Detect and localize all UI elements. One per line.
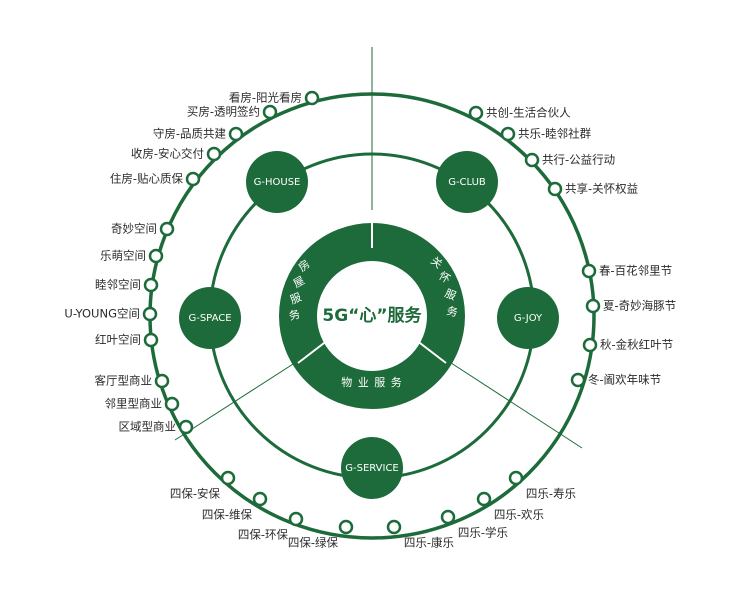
service-le-item-label: 四乐-寿乐 — [526, 487, 577, 501]
hub-g-house[interactable]: G-HOUSE — [246, 151, 308, 213]
hub-g-house-label: G-HOUSE — [254, 177, 301, 188]
house-item-node[interactable] — [262, 104, 278, 120]
divider-line-right — [427, 347, 583, 449]
club-item-label: 共行-公益行动 — [542, 153, 615, 167]
joy-item-label: 秋-金秋红叶节 — [600, 338, 673, 352]
space-item-node[interactable] — [148, 248, 164, 264]
space-item-label: 睦邻空间 — [95, 278, 141, 292]
service-bao-item-label: 四保-安保 — [170, 487, 221, 501]
hub-g-space-label: G-SPACE — [188, 313, 231, 324]
joy-item-node[interactable] — [570, 372, 586, 388]
club-item-node[interactable] — [468, 105, 484, 121]
space-item-node[interactable] — [143, 332, 159, 348]
segment-house-service: 房 屋 服 务 — [288, 257, 314, 323]
service-bao-item-node[interactable] — [338, 519, 354, 535]
hub-g-joy[interactable]: G-JOY — [497, 287, 559, 349]
space-item-node[interactable] — [159, 221, 175, 237]
house-item-label: 守房-品质共建 — [153, 127, 227, 141]
club-item-label: 共乐-睦邻社群 — [518, 127, 592, 141]
segment-care-char-4: 务 — [445, 304, 460, 320]
commerce-item-node[interactable] — [164, 396, 180, 412]
house-item-node[interactable] — [185, 171, 201, 187]
hub-g-club[interactable]: G-CLUB — [436, 151, 498, 213]
house-item-label: 看房-阳光看房 — [229, 91, 302, 105]
segment-house-char-2: 屋 — [291, 273, 308, 290]
joy-item-node[interactable] — [581, 263, 597, 279]
hub-g-service[interactable]: G-SERVICE — [341, 437, 403, 499]
donut-gap-left — [297, 339, 329, 364]
space-item-label: U-YOUNG空间 — [64, 307, 140, 321]
service-bao-item-node[interactable] — [288, 511, 304, 527]
space-item-label: 乐萌空间 — [100, 249, 146, 263]
commerce-item-label: 邻里型商业 — [105, 397, 163, 411]
joy-item-label: 春-百花邻里节 — [599, 264, 672, 278]
ring-nodes: 看房-阳光看房买房-透明签约守房-品质共建收房-安心交付住房-贴心质保奇妙空间乐… — [64, 91, 676, 550]
commerce-item-label: 区域型商业 — [119, 420, 177, 434]
commerce-item-node[interactable] — [178, 419, 194, 435]
club-item-node[interactable] — [500, 126, 516, 142]
segment-house-char-4: 务 — [288, 307, 303, 323]
house-item-label: 买房-透明签约 — [187, 105, 260, 119]
commerce-item-node[interactable] — [154, 373, 170, 389]
segment-care-char-2: 怀 — [437, 269, 454, 286]
space-item-node[interactable] — [142, 306, 158, 322]
club-item-node[interactable] — [524, 152, 540, 168]
service-le-item-label: 四乐-康乐 — [404, 536, 455, 550]
hub-g-joy-label: G-JOY — [514, 313, 543, 324]
house-item-node[interactable] — [206, 146, 222, 162]
house-item-label: 住房-贴心质保 — [110, 172, 184, 186]
hub-g-space[interactable]: G-SPACE — [179, 287, 241, 349]
donut-gap-right — [415, 339, 447, 364]
joy-item-label: 冬-阖欢年味节 — [588, 373, 661, 387]
service-le-item-node[interactable] — [440, 509, 456, 525]
service-le-item-node[interactable] — [386, 519, 402, 535]
club-item-label: 共创-生活合伙人 — [486, 106, 571, 120]
service-bao-item-node[interactable] — [220, 470, 236, 486]
service-bao-item-label: 四保-环保 — [238, 528, 289, 542]
commerce-item-label: 客厅型商业 — [95, 374, 153, 388]
service-le-item-node[interactable] — [508, 470, 524, 486]
hub-g-club-label: G-CLUB — [448, 177, 486, 188]
space-item-node[interactable] — [143, 277, 159, 293]
segment-property-service: 物 业 服 务 — [341, 375, 403, 389]
service-le-item-label: 四乐-学乐 — [458, 526, 509, 540]
segment-care-char-3: 服 — [443, 287, 459, 304]
space-item-label: 红叶空间 — [95, 333, 141, 347]
joy-item-node[interactable] — [582, 337, 598, 353]
house-item-label: 收房-安心交付 — [131, 147, 204, 161]
center-title: 5G“心”服务 — [322, 305, 422, 326]
club-item-node[interactable] — [547, 181, 563, 197]
service-bao-item-label: 四保-维保 — [202, 508, 253, 522]
club-item-label: 共享-关怀权益 — [565, 182, 638, 196]
space-item-label: 奇妙空间 — [111, 222, 157, 236]
house-item-node[interactable] — [304, 90, 320, 106]
service-le-item-label: 四乐-欢乐 — [494, 508, 545, 522]
hub-g-service-label: G-SERVICE — [345, 463, 399, 474]
service-bao-item-node[interactable] — [252, 491, 268, 507]
joy-item-node[interactable] — [585, 298, 601, 314]
service-le-item-node[interactable] — [476, 491, 492, 507]
segment-house-char-3: 服 — [288, 290, 304, 307]
joy-item-label: 夏-奇妙海豚节 — [603, 299, 676, 313]
house-item-node[interactable] — [228, 126, 244, 142]
service-bao-item-label: 四保-绿保 — [288, 536, 339, 550]
